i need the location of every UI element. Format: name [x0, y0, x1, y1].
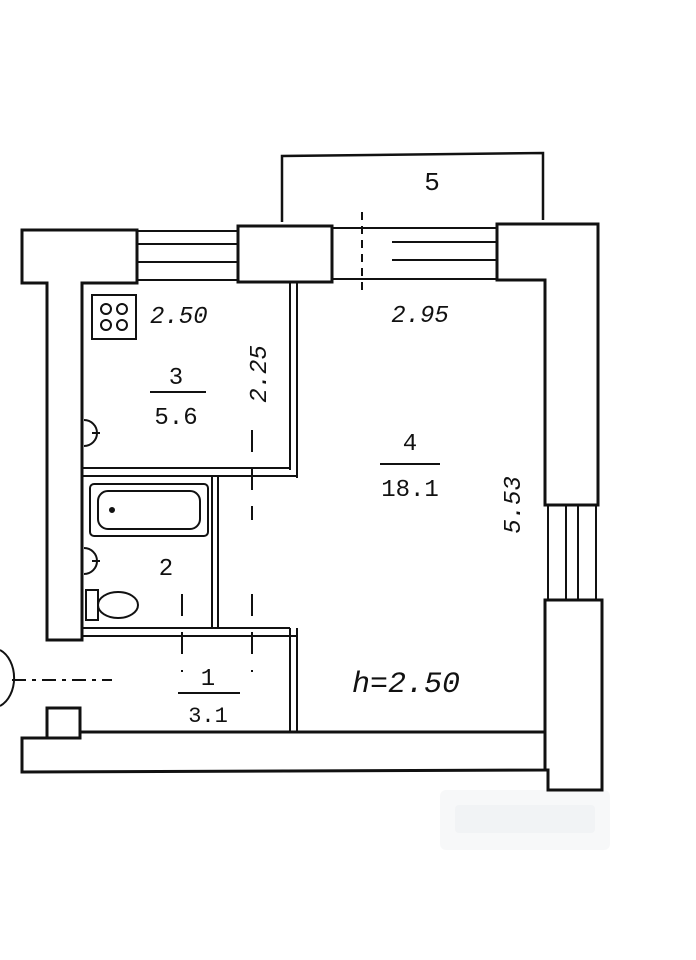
area-fraction-bars	[150, 391, 440, 694]
room-area-hall: 3.1	[188, 704, 228, 729]
room-number-hall: 1	[201, 666, 215, 693]
windows	[137, 212, 597, 600]
kitchen-depth-label: 2.25	[247, 345, 274, 403]
stove-icon	[91, 294, 137, 340]
living-width-label: 2.95	[391, 303, 449, 330]
room-area-kitchen: 5.6	[154, 405, 197, 432]
kitchen-width-label: 2.50	[150, 304, 208, 331]
balcony-number: 5	[424, 168, 440, 198]
room-number-kitchen: 3	[169, 365, 183, 392]
sink-icon-bathroom	[83, 547, 100, 575]
room-number-bathroom: 2	[159, 556, 173, 583]
exterior-walls	[20, 222, 604, 792]
room-area-living: 18.1	[381, 477, 439, 504]
balcony	[280, 151, 545, 222]
ceiling-height-label: h=2.50	[352, 668, 460, 702]
watermark	[440, 790, 610, 850]
toilet-icon	[85, 589, 139, 621]
sink-icon	[83, 419, 100, 447]
living-length-label: 5.53	[501, 476, 528, 534]
room-number-living: 4	[403, 431, 417, 458]
bathtub-icon	[89, 483, 209, 537]
partitions	[0, 283, 298, 732]
